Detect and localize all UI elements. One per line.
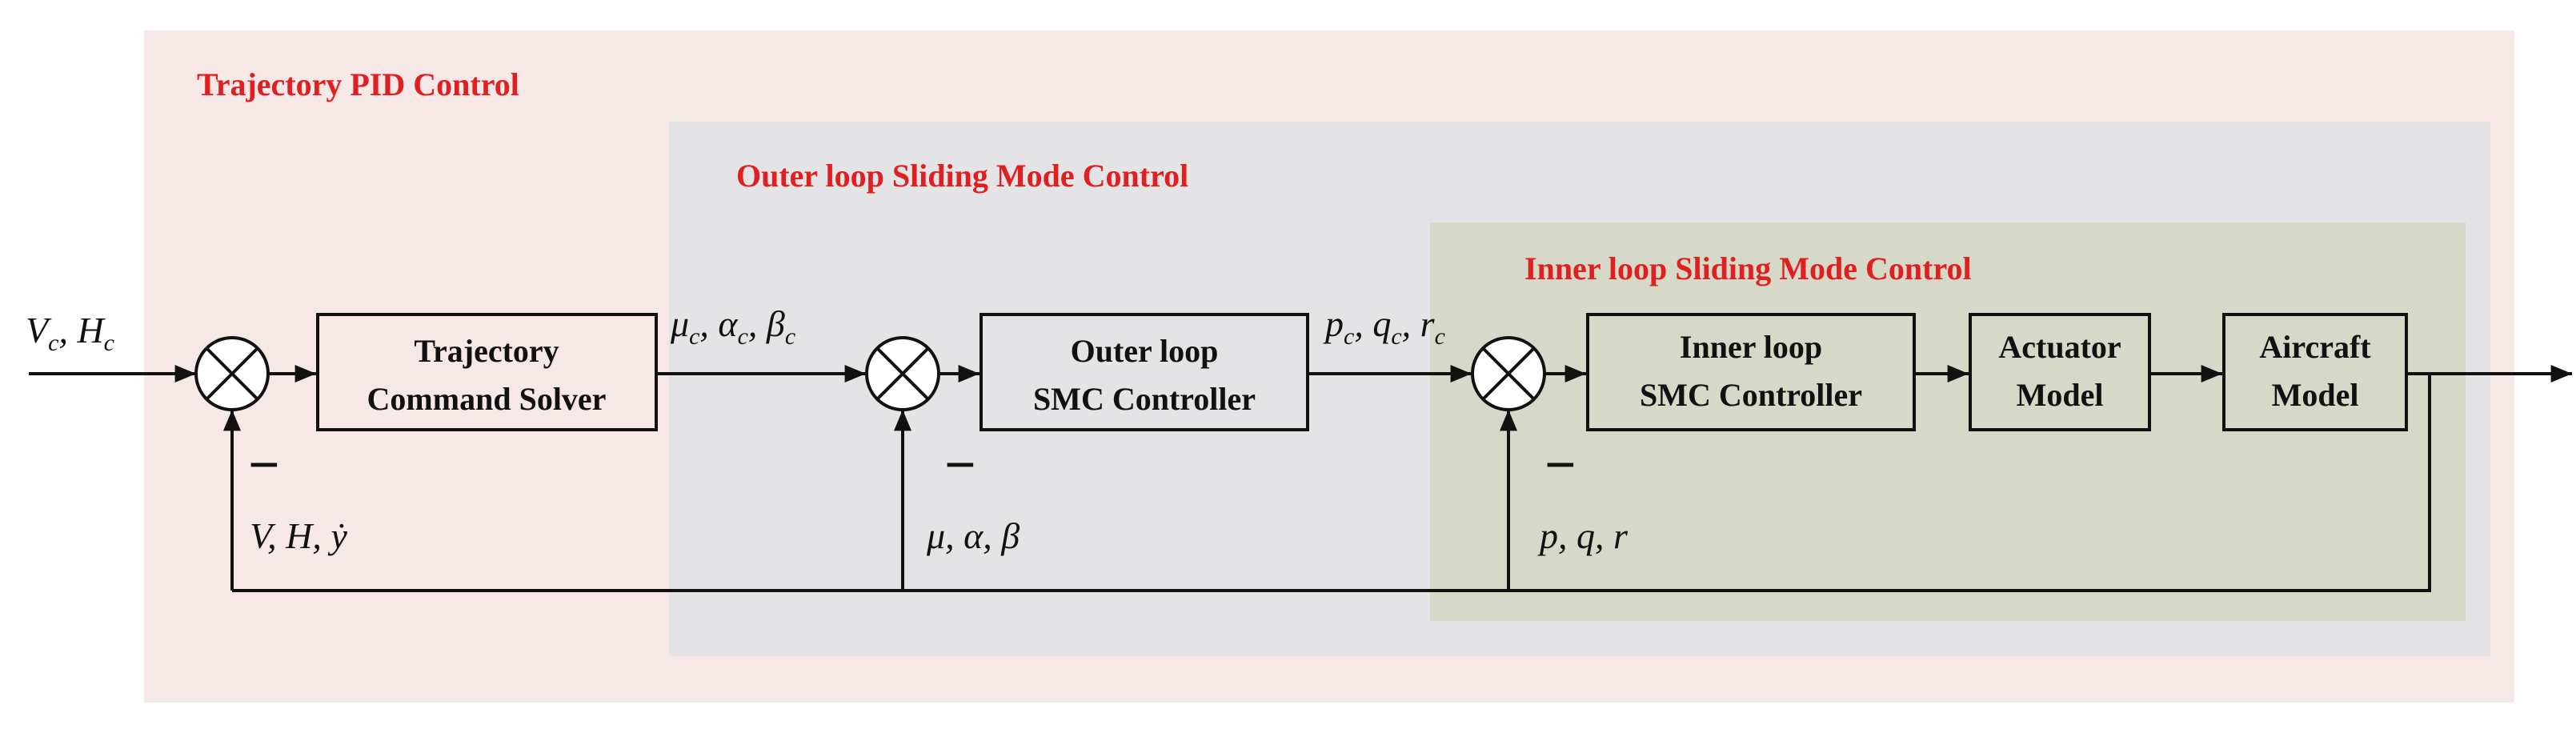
svg-text:Aircraft: Aircraft [2259, 329, 2371, 365]
svg-text:Trajectory: Trajectory [414, 333, 559, 369]
minus-sign-3: − [1544, 435, 1576, 496]
trajectory-output-signal-label: μc, αc, βc [670, 303, 795, 350]
summing-junction-2 [865, 336, 940, 411]
trajectory-pid-title: Trajectory PID Control [197, 66, 519, 102]
inner-loop-smc-controller-block: Inner loop SMC Controller [1586, 313, 1916, 431]
input-signal-label: Vc, Hc [26, 310, 114, 356]
inner-feedback-label: p, q, r [1537, 515, 1629, 556]
trajectory-command-solver-block: Trajectory Command Solver [316, 313, 658, 431]
svg-text:Command Solver: Command Solver [367, 381, 607, 417]
svg-text:SMC Controller: SMC Controller [1033, 381, 1256, 417]
minus-sign-1: − [248, 435, 280, 496]
trajectory-feedback-label: V, H, ẏ [250, 515, 347, 556]
svg-text:Outer loop: Outer loop [1071, 333, 1219, 369]
outer-loop-title: Outer loop Sliding Mode Control [736, 158, 1189, 194]
svg-text:Model: Model [2017, 377, 2104, 413]
svg-text:Inner loop: Inner loop [1680, 329, 1822, 365]
svg-text:Model: Model [2272, 377, 2359, 413]
actuator-model-block: Actuator Model [1969, 313, 2151, 431]
outer-feedback-label: μ, α, β [926, 515, 1020, 556]
summing-junction-1 [194, 336, 270, 411]
aircraft-model-block: Aircraft Model [2222, 313, 2408, 431]
minus-sign-2: − [944, 435, 976, 496]
outer-loop-smc-controller-block: Outer loop SMC Controller [980, 313, 1309, 431]
svg-text:SMC Controller: SMC Controller [1640, 377, 1862, 413]
outer-output-signal-label: pc, qc, rc [1323, 303, 1445, 350]
feedback-line [232, 374, 2431, 592]
inner-loop-title: Inner loop Sliding Mode Control [1524, 250, 1972, 286]
svg-text:Actuator: Actuator [1998, 329, 2121, 365]
summing-junction-3 [1471, 336, 1546, 411]
